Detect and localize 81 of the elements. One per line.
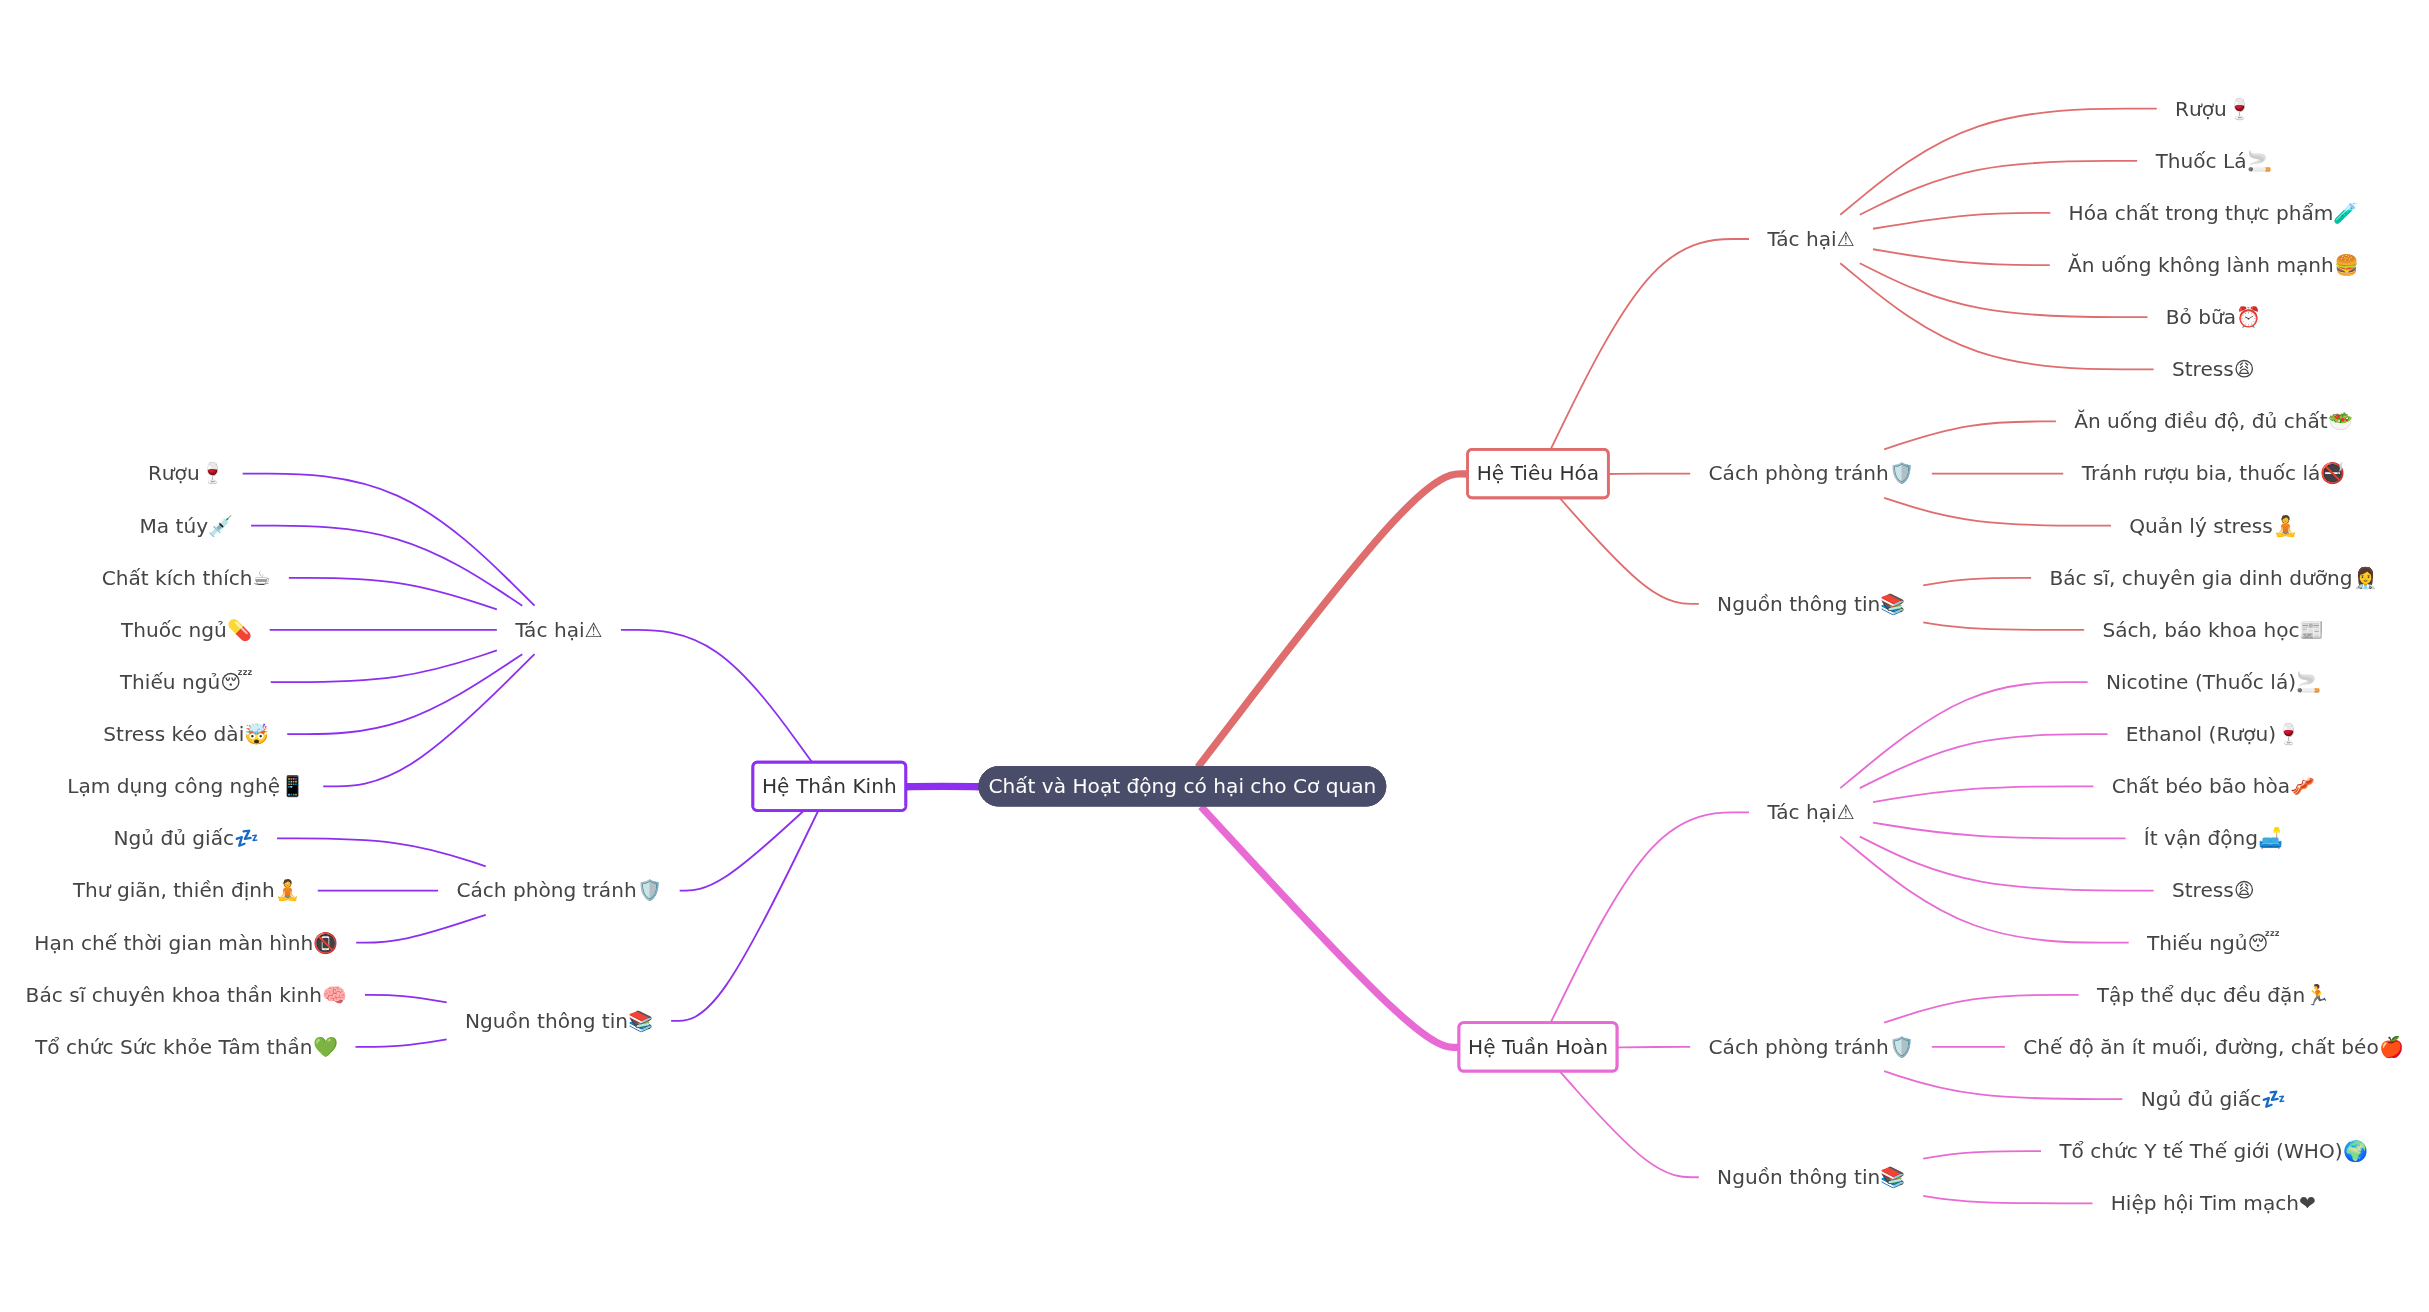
node-text: Nguồn thông tin📚 xyxy=(1717,1165,1905,1189)
connector xyxy=(1839,835,2130,944)
node-text: Nguồn thông tin📚 xyxy=(464,1009,653,1033)
connector xyxy=(1858,733,2109,790)
connector xyxy=(1858,835,2155,892)
connector xyxy=(316,889,439,892)
node-text: Sách, báo khoa học📰 xyxy=(2102,618,2325,642)
connector xyxy=(1883,993,2080,1024)
node-text: Stress😩 xyxy=(2171,879,2255,902)
connector xyxy=(287,576,498,611)
node-text: Ma túy💉 xyxy=(139,514,233,538)
node-text: Ăn uống không lành mạnh🍔 xyxy=(2068,253,2359,277)
node-text: Thiếu ngủ😴 xyxy=(119,670,253,694)
node-text: Tổ chức Sức khỏe Tâm thần💚 xyxy=(35,1035,338,1059)
node-text: Hiệp hội Tim mạch❤ xyxy=(2110,1191,2316,1215)
connector xyxy=(1872,212,2052,230)
node-text: Ethanol (Rượu)🍷 xyxy=(2125,722,2301,746)
node-text: Chất kích thích☕ xyxy=(101,566,271,590)
connector xyxy=(1922,1194,2094,1205)
node-text: Ngủ đủ giấc💤 xyxy=(2140,1087,2286,1111)
node-text: Bỏ bữa⏰ xyxy=(2165,305,2261,329)
connector xyxy=(678,810,805,892)
connector xyxy=(670,810,819,1022)
connector xyxy=(354,1038,448,1048)
connector xyxy=(1559,497,1700,605)
connector xyxy=(269,649,498,683)
node-text: Chế độ ăn ít muối, đường, chất béo🍎 xyxy=(2023,1035,2404,1059)
connector xyxy=(1930,1046,2006,1048)
node-text: Tránh rượu bia, thuốc lá🚭 xyxy=(2081,462,2346,485)
connector xyxy=(364,993,448,1004)
connector xyxy=(1872,785,2095,803)
node-text: Ngủ đủ giấc💤 xyxy=(113,827,259,850)
connector xyxy=(355,913,487,944)
node-text: Tác hại⚠ xyxy=(1767,227,1855,251)
node-text: Bác sĩ chuyên khoa thần kinh🧠 xyxy=(25,983,347,1007)
node-text: Chất béo bão hòa🥓 xyxy=(2111,774,2315,798)
connector xyxy=(1839,107,2158,216)
connector xyxy=(1883,496,2112,527)
node-text: Quản lý stress🧘 xyxy=(2129,514,2298,538)
node-text: Tác hại⚠ xyxy=(515,618,603,642)
node-text: Thư giãn, thiền định🧘 xyxy=(72,879,300,902)
connector xyxy=(286,653,524,736)
node-text: Thuốc ngủ💊 xyxy=(120,618,252,642)
node-text: Cách phòng tránh🛡 xyxy=(1708,1035,1914,1059)
connector xyxy=(1839,681,2089,790)
connector xyxy=(1930,472,2065,475)
node-text: Tổ chức Y tế Thế giới (WHO)🌍 xyxy=(2059,1139,2368,1163)
connector xyxy=(906,782,980,791)
connector xyxy=(276,837,487,868)
connector xyxy=(1922,1150,2042,1160)
node-text: Lạm dụng công nghệ📱 xyxy=(67,774,305,798)
node-text: Stress kéo dài🤯 xyxy=(103,722,269,746)
node-text: Ít vận động🛋 xyxy=(2143,827,2283,850)
node-text: Hóa chất trong thực phẩm🧪 xyxy=(2068,201,2359,225)
node-text: Tác hại⚠ xyxy=(1767,800,1855,824)
node-text: Thuốc Lá🚬 xyxy=(2155,149,2272,173)
connector xyxy=(1858,262,2149,319)
connector xyxy=(1922,576,2033,587)
connector xyxy=(1858,159,2139,216)
connector xyxy=(250,524,524,607)
connector xyxy=(241,472,536,607)
node-text: Cách phòng tránh🛡 xyxy=(1708,462,1914,485)
node-text: Thiếu ngủ😴 xyxy=(2146,931,2280,955)
connector xyxy=(1872,821,2127,840)
connector xyxy=(322,653,536,788)
node-text: Hạn chế thời gian màn hình📵 xyxy=(34,931,338,955)
node-text: Bác sĩ, chuyên gia dinh dưỡng👩‍⚕ xyxy=(2049,566,2378,590)
node-text: Nguồn thông tin📚 xyxy=(1717,592,1905,616)
node-text: Tập thể dục đều đặn🏃 xyxy=(2096,983,2330,1007)
node-text: Ăn uống điều độ, đủ chất🥗 xyxy=(2074,410,2353,433)
node-text: Rượu🍷 xyxy=(147,462,225,485)
connector xyxy=(268,629,498,631)
node-text: Stress😩 xyxy=(2171,357,2255,381)
node-text: Cách phòng tránh🛡 xyxy=(456,879,662,902)
node-text: Rượu🍷 xyxy=(2175,97,2252,121)
connector xyxy=(1883,1070,2124,1100)
connector xyxy=(1883,420,2057,451)
connector xyxy=(1872,248,2051,266)
connector xyxy=(1922,621,2086,631)
node-text: Nicotine (Thuốc lá)🚬 xyxy=(2105,670,2321,694)
connector xyxy=(1839,262,2155,371)
